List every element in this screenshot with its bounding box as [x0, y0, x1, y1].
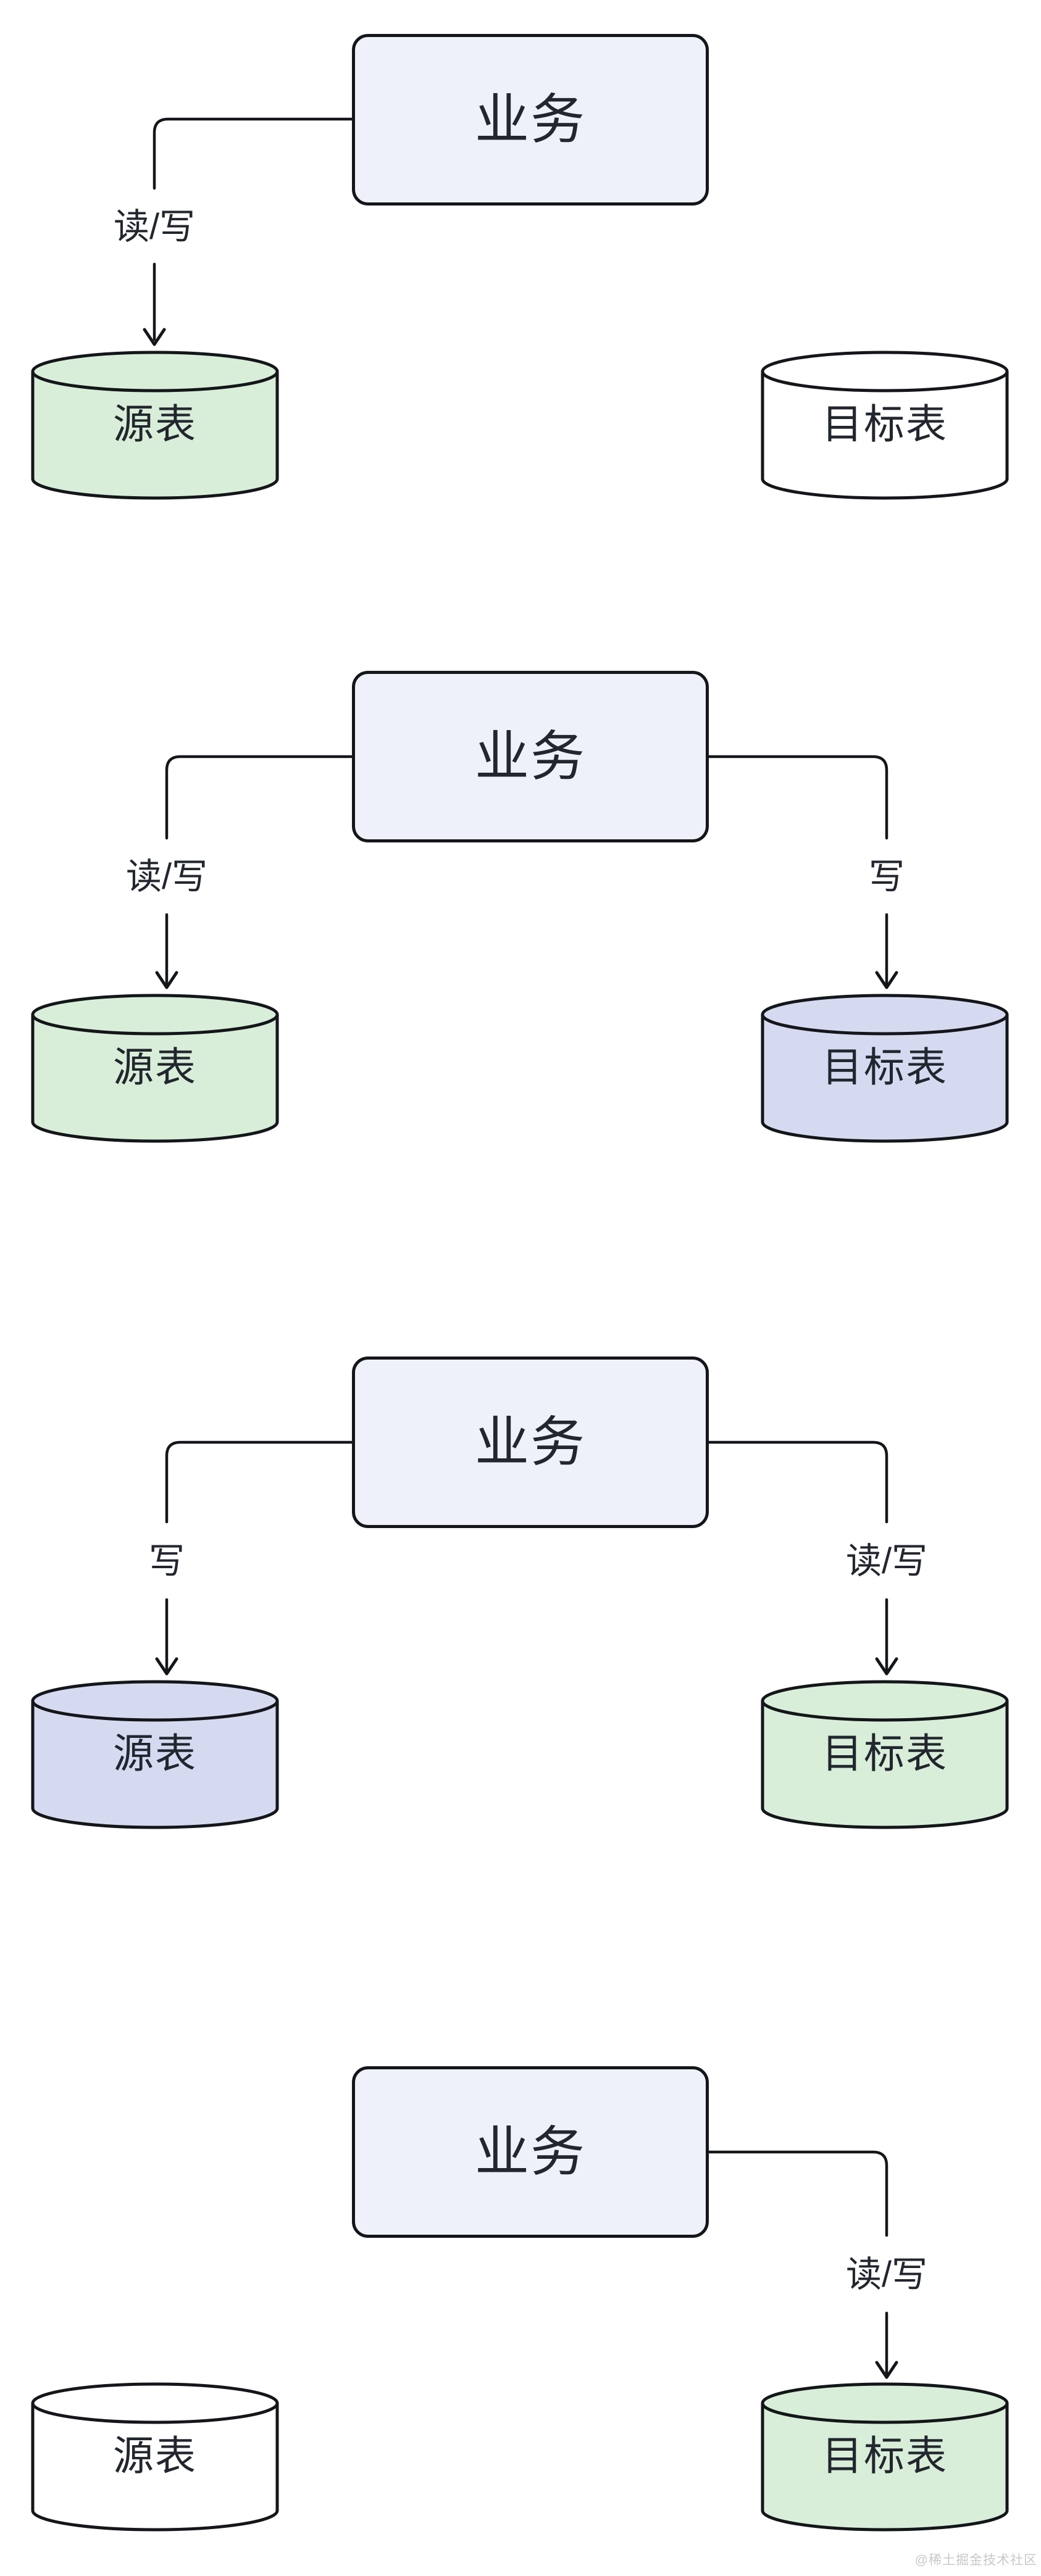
- source-table-cylinder: 源表: [31, 351, 279, 500]
- arrowhead-down-icon: [143, 328, 166, 346]
- arrowhead-down-icon: [875, 971, 898, 989]
- target-table-label: 目标表: [822, 1730, 948, 1776]
- cylinder-shape: [31, 994, 279, 1143]
- connector-stage3-right: [706, 1440, 898, 1676]
- business-label: 业务: [474, 726, 586, 787]
- business-label: 业务: [474, 89, 586, 150]
- target-table-label: 目标表: [822, 2433, 948, 2478]
- edge-label-read-write: 读/写: [845, 1541, 928, 1581]
- edge-label-write: 写: [868, 857, 905, 897]
- target-table-label: 目标表: [822, 1044, 948, 1090]
- edge-label-read-write: 读/写: [125, 857, 208, 897]
- connector-stage4-right: [706, 2150, 898, 2379]
- business-box: 业务: [352, 2066, 709, 2238]
- source-table-cylinder: 源表: [31, 2382, 279, 2532]
- edge-label-read-write: 读/写: [113, 207, 196, 247]
- source-table-label: 源表: [113, 2433, 197, 2478]
- business-box: 业务: [352, 671, 709, 842]
- cylinder-shape: [761, 994, 1009, 1143]
- target-table-cylinder: 目标表: [761, 1680, 1009, 1829]
- cylinder-shape: [31, 1680, 279, 1829]
- arrowhead-down-icon: [875, 2361, 898, 2379]
- business-label: 业务: [474, 2121, 586, 2182]
- cylinder-shape: [761, 1680, 1009, 1829]
- business-box: 业务: [352, 34, 709, 206]
- arrowhead-down-icon: [155, 1657, 178, 1676]
- cylinder-shape: [761, 2382, 1009, 2532]
- connector-stage1-left: [143, 117, 355, 346]
- connector-stage2-right: [706, 755, 898, 989]
- target-table-label: 目标表: [822, 401, 948, 447]
- source-table-cylinder: 源表: [31, 994, 279, 1143]
- edge-label-read-write: 读/写: [845, 2254, 928, 2295]
- target-table-cylinder: 目标表: [761, 994, 1009, 1143]
- edge-label-write: 写: [148, 1541, 185, 1581]
- source-table-label: 源表: [113, 1730, 197, 1776]
- business-box: 业务: [352, 1357, 709, 1528]
- source-table-label: 源表: [113, 1044, 197, 1090]
- watermark-text: @稀土掘金技术社区: [914, 2553, 1037, 2567]
- source-table-cylinder: 源表: [31, 1680, 279, 1829]
- target-table-cylinder: 目标表: [761, 2382, 1009, 2532]
- arrowhead-down-icon: [875, 1657, 898, 1676]
- cylinder-shape: [761, 351, 1009, 500]
- cylinder-shape: [31, 351, 279, 500]
- arrowhead-down-icon: [155, 971, 178, 989]
- cylinder-shape: [31, 2382, 279, 2532]
- connector-stage3-left: [155, 1440, 355, 1676]
- source-table-label: 源表: [113, 401, 197, 447]
- connector-stage2-left: [155, 755, 355, 989]
- target-table-cylinder: 目标表: [761, 351, 1009, 500]
- business-label: 业务: [474, 1411, 586, 1473]
